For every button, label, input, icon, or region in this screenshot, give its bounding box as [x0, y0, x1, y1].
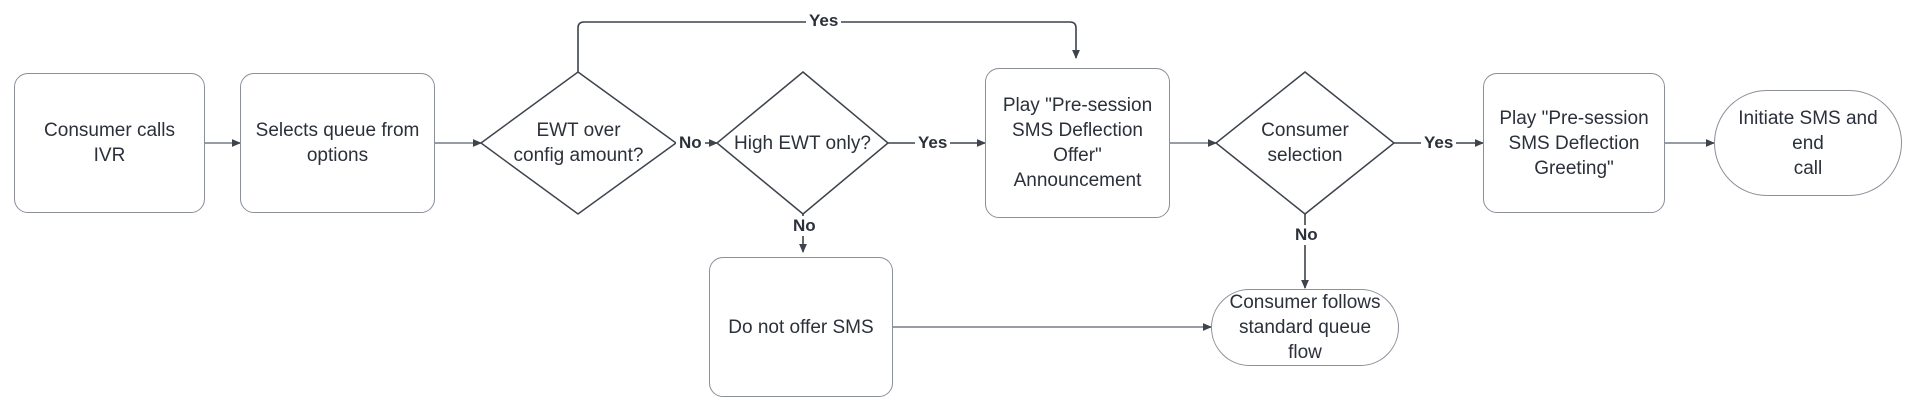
- node-high-ewt-only[interactable]: High EWT only?: [717, 72, 888, 214]
- node-label: Consumer selection: [1261, 120, 1349, 166]
- node-consumer-follows-queue[interactable]: Consumer follows standard queue flow: [1211, 289, 1399, 366]
- node-consumer-calls-ivr[interactable]: Consumer calls IVR: [14, 73, 205, 213]
- edge-label-no-high-ewt: No: [790, 216, 819, 236]
- node-selects-queue[interactable]: Selects queue from options: [240, 73, 435, 213]
- node-label: Initiate SMS and end call: [1738, 107, 1878, 179]
- node-label: EWT over config amount?: [513, 120, 644, 166]
- node-play-offer-announcement[interactable]: Play "Pre-session SMS Deflection Offer" …: [985, 68, 1170, 218]
- node-label: Consumer calls IVR: [44, 120, 175, 166]
- node-label: Consumer follows standard queue flow: [1229, 292, 1381, 363]
- node-consumer-selection[interactable]: Consumer selection: [1216, 72, 1394, 214]
- node-initiate-sms-end-call[interactable]: Initiate SMS and end call: [1714, 90, 1902, 196]
- edge-label-no-consumer: No: [1292, 225, 1321, 245]
- edge-label-yes-consumer: Yes: [1421, 133, 1457, 153]
- node-do-not-offer-sms[interactable]: Do not offer SMS: [709, 257, 893, 397]
- node-label: Play "Pre-session SMS Deflection Greetin…: [1499, 107, 1649, 179]
- edge-label-no-ewt: No: [676, 133, 705, 153]
- node-label: Play "Pre-session SMS Deflection Offer" …: [1002, 95, 1153, 191]
- node-play-deflection-greeting[interactable]: Play "Pre-session SMS Deflection Greetin…: [1483, 73, 1665, 213]
- node-label: High EWT only?: [734, 132, 871, 154]
- node-label: Selects queue from options: [255, 120, 420, 166]
- edge-label-yes-high-ewt: Yes: [915, 133, 951, 153]
- node-label: Do not offer SMS: [728, 316, 874, 338]
- edge-label-yes-top: Yes: [806, 11, 842, 31]
- node-ewt-over-config[interactable]: EWT over config amount?: [481, 72, 676, 214]
